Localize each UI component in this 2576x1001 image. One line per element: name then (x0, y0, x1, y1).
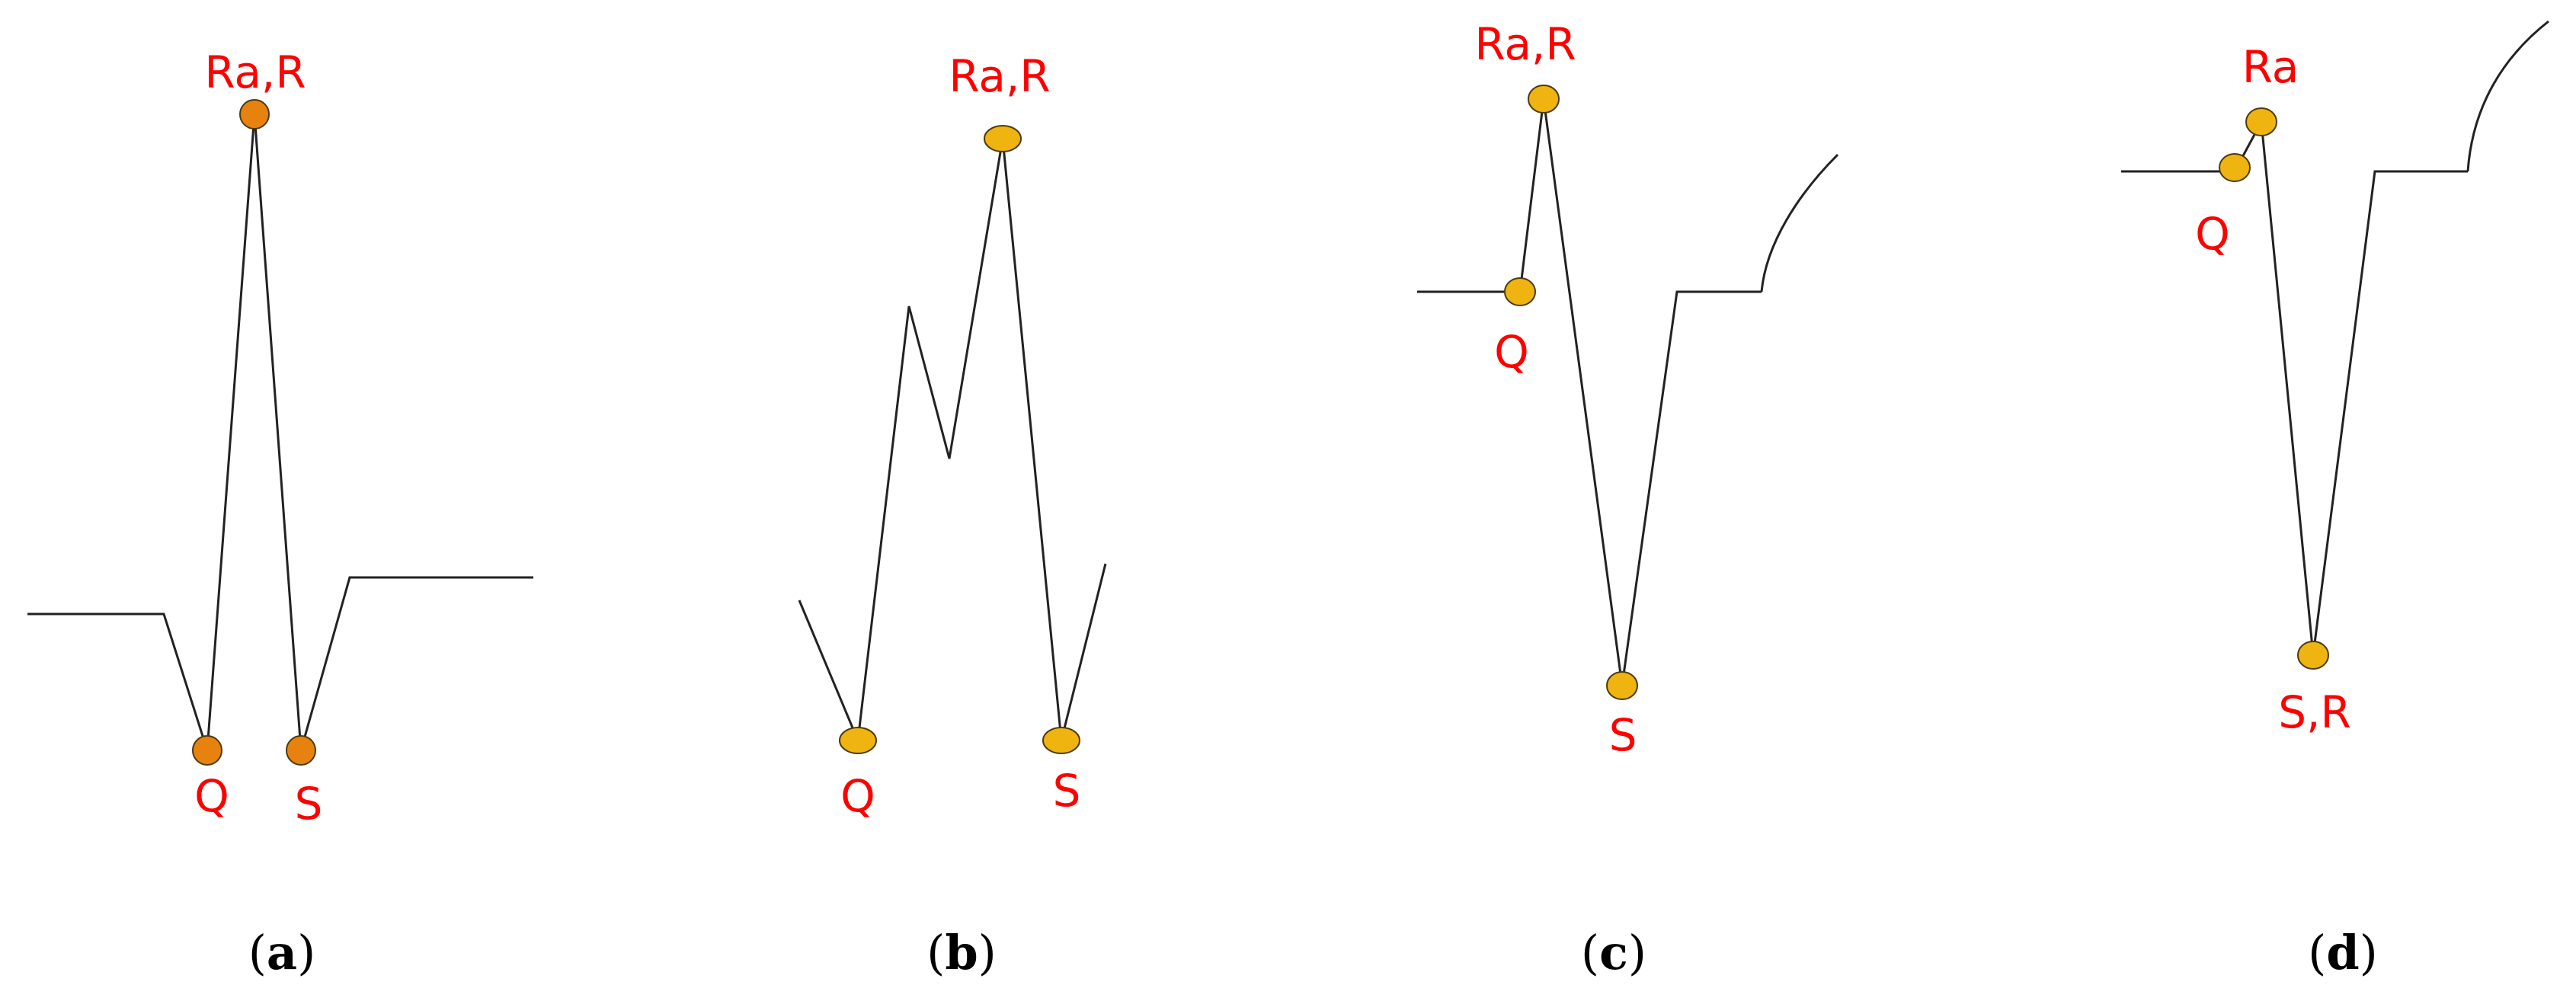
panel-d: Ra Q S,R (2121, 20, 2549, 738)
caption-a: (a) (248, 925, 316, 980)
q-label-d: Q (2195, 208, 2230, 260)
s-point-a (286, 735, 316, 766)
q-point-a (192, 735, 222, 766)
caption-b: (b) (926, 925, 997, 980)
t-wave-curve-d (2466, 20, 2549, 172)
panel-a: Ra,R Q S (27, 46, 533, 830)
ra-label-d: Ra (2242, 41, 2299, 93)
ra-point-a (239, 99, 270, 130)
s-label-a: S (295, 778, 323, 830)
ecg-trace-d (2121, 117, 2468, 656)
ra-point-d (2245, 107, 2277, 136)
q-label-c: Q (1494, 326, 1529, 378)
caption-c: (c) (1581, 925, 1646, 980)
s-label-b: S (1053, 765, 1081, 817)
s-point-b (1042, 727, 1080, 754)
ra-label-b: Ra,R (949, 50, 1050, 102)
q-point-c (1504, 277, 1536, 306)
q-label-b: Q (840, 770, 875, 822)
ecg-trace-b (798, 138, 1107, 745)
ecg-trace-a (27, 114, 533, 751)
q-point-b (839, 727, 877, 754)
s-point-d (2297, 641, 2329, 670)
s-label-c: S (1609, 709, 1637, 761)
panel-c: Ra,R Q S (1417, 18, 1839, 761)
t-wave-curve-c (1760, 153, 1839, 293)
s-point-c (1606, 671, 1638, 700)
ra-point-b (984, 125, 1022, 152)
ra-label-c: Ra,R (1474, 18, 1576, 70)
panel-b: Ra,R Q S (798, 50, 1107, 822)
ra-point-c (1528, 85, 1560, 114)
q-label-a: Q (194, 770, 229, 822)
ra-label-a: Ra,R (204, 46, 306, 98)
s-label-d: S,R (2278, 686, 2351, 738)
q-point-d (2219, 153, 2251, 182)
ecg-trace-c (1417, 98, 1762, 686)
caption-d: (d) (2308, 925, 2378, 980)
